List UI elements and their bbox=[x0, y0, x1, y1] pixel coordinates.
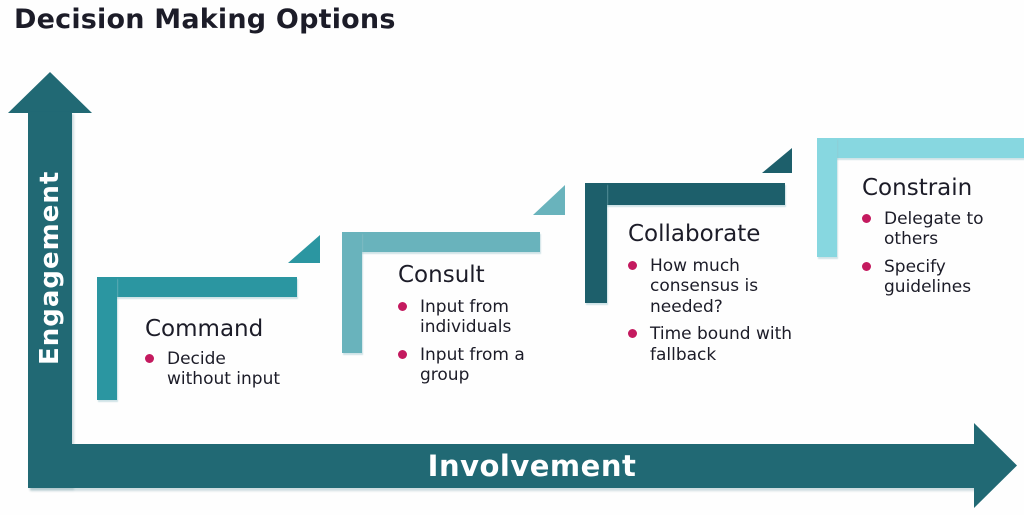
step-title-consult: Consult bbox=[398, 262, 485, 288]
bullet-dot-icon bbox=[862, 214, 871, 223]
bullet-text: Decide without input bbox=[167, 349, 281, 390]
step-title-command: Command bbox=[145, 316, 264, 342]
y-axis-label: Engagement bbox=[35, 170, 65, 366]
consult-bullet-list: Input from individuals Input from a grou… bbox=[398, 297, 543, 393]
list-item: Time bound with fallback bbox=[628, 324, 800, 365]
list-item: Input from individuals bbox=[398, 297, 543, 338]
step-title-constrain: Constrain bbox=[862, 175, 973, 201]
right-arrow-icon bbox=[974, 423, 1017, 508]
bullet-text: Input from individuals bbox=[420, 297, 512, 338]
list-item: Delegate to others bbox=[862, 209, 987, 250]
bullet-dot-icon bbox=[398, 302, 407, 311]
constrain-bracket-vertical bbox=[817, 138, 837, 257]
command-bullet-list: Decide without input bbox=[145, 349, 295, 397]
bullet-text: Time bound with fallback bbox=[650, 324, 793, 365]
constrain-bracket-horizontal bbox=[817, 138, 1024, 158]
list-item: Input from a group bbox=[398, 345, 543, 386]
consult-bracket-vertical bbox=[342, 232, 362, 353]
constrain-bullet-list: Delegate to others Specify guidelines bbox=[862, 209, 987, 305]
x-axis-bar bbox=[28, 444, 976, 488]
list-item: Decide without input bbox=[145, 349, 295, 390]
bullet-text: Specify guidelines bbox=[884, 256, 972, 298]
page-title: Decision Making Options bbox=[14, 4, 396, 35]
bullet-dot-icon bbox=[628, 261, 637, 270]
step-title-collaborate: Collaborate bbox=[628, 221, 761, 247]
up-arrow-icon bbox=[8, 72, 92, 113]
collaborate-triangle-icon bbox=[762, 148, 792, 173]
bullet-text: How much consensus is needed? bbox=[650, 256, 759, 317]
collaborate-bracket-vertical bbox=[585, 183, 607, 303]
list-item: Specify guidelines bbox=[862, 257, 987, 298]
bullet-dot-icon bbox=[145, 354, 154, 363]
list-item: How much consensus is needed? bbox=[628, 256, 800, 317]
command-bracket-horizontal bbox=[97, 277, 297, 297]
consult-triangle-icon bbox=[533, 185, 565, 215]
x-axis-label: Involvement bbox=[427, 449, 637, 483]
consult-bracket-horizontal bbox=[342, 232, 540, 252]
collaborate-bullet-list: How much consensus is needed? Time bound… bbox=[628, 256, 800, 372]
collaborate-bracket-horizontal bbox=[585, 183, 785, 205]
bullet-dot-icon bbox=[628, 329, 637, 339]
command-triangle-icon bbox=[288, 235, 320, 263]
bullet-dot-icon bbox=[398, 349, 407, 359]
bullet-text: Input from a group bbox=[420, 344, 525, 386]
bullet-text: Delegate to others bbox=[884, 209, 984, 250]
bullet-dot-icon bbox=[862, 261, 871, 271]
command-bracket-vertical bbox=[97, 277, 117, 400]
y-axis-bar bbox=[28, 112, 72, 488]
